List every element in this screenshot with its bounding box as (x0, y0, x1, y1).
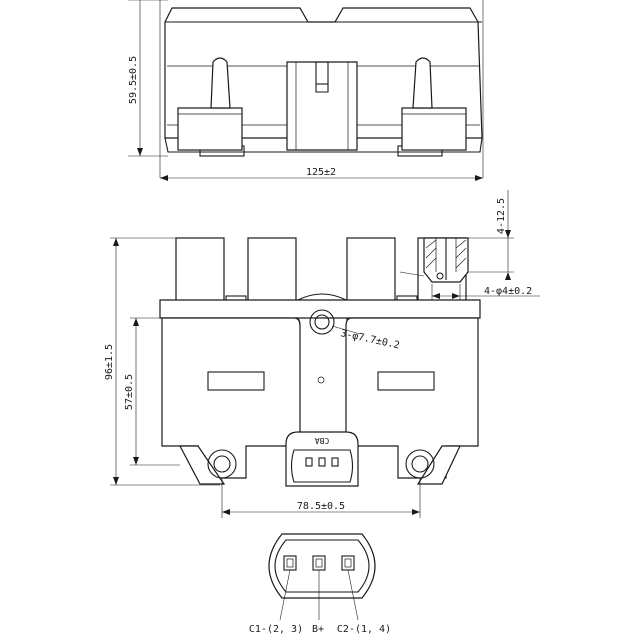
height-dim-label: 59.5±0.5 (128, 56, 139, 104)
width-dim-label: 125±2 (306, 167, 336, 178)
pin-bplus-label: B+ (312, 624, 324, 635)
pin-c2-label: C2-(1, 4) (337, 624, 391, 635)
pin-c1-label: C1-(2, 3) (249, 624, 303, 635)
terminal-length-dim: 4-12.5 (496, 198, 507, 234)
overall-height-dim: 96±1.5 (104, 344, 115, 380)
top-view: 59.5±0.5 125±2 (128, 0, 484, 181)
terminal-diameter-dim: 4-φ4±0.2 (484, 286, 532, 297)
body-height-dim: 57±0.5 (124, 374, 135, 410)
connector-marking: CBA (315, 436, 330, 445)
connector-pinout-view: C1-(2, 3) B+ C2-(1, 4) (249, 533, 391, 635)
front-view: CBA 4-12.5 4-φ4±0.2 3-φ7.7±0.2 96±1.5 (104, 190, 540, 518)
mount-spacing-dim: 78.5±0.5 (297, 501, 345, 512)
